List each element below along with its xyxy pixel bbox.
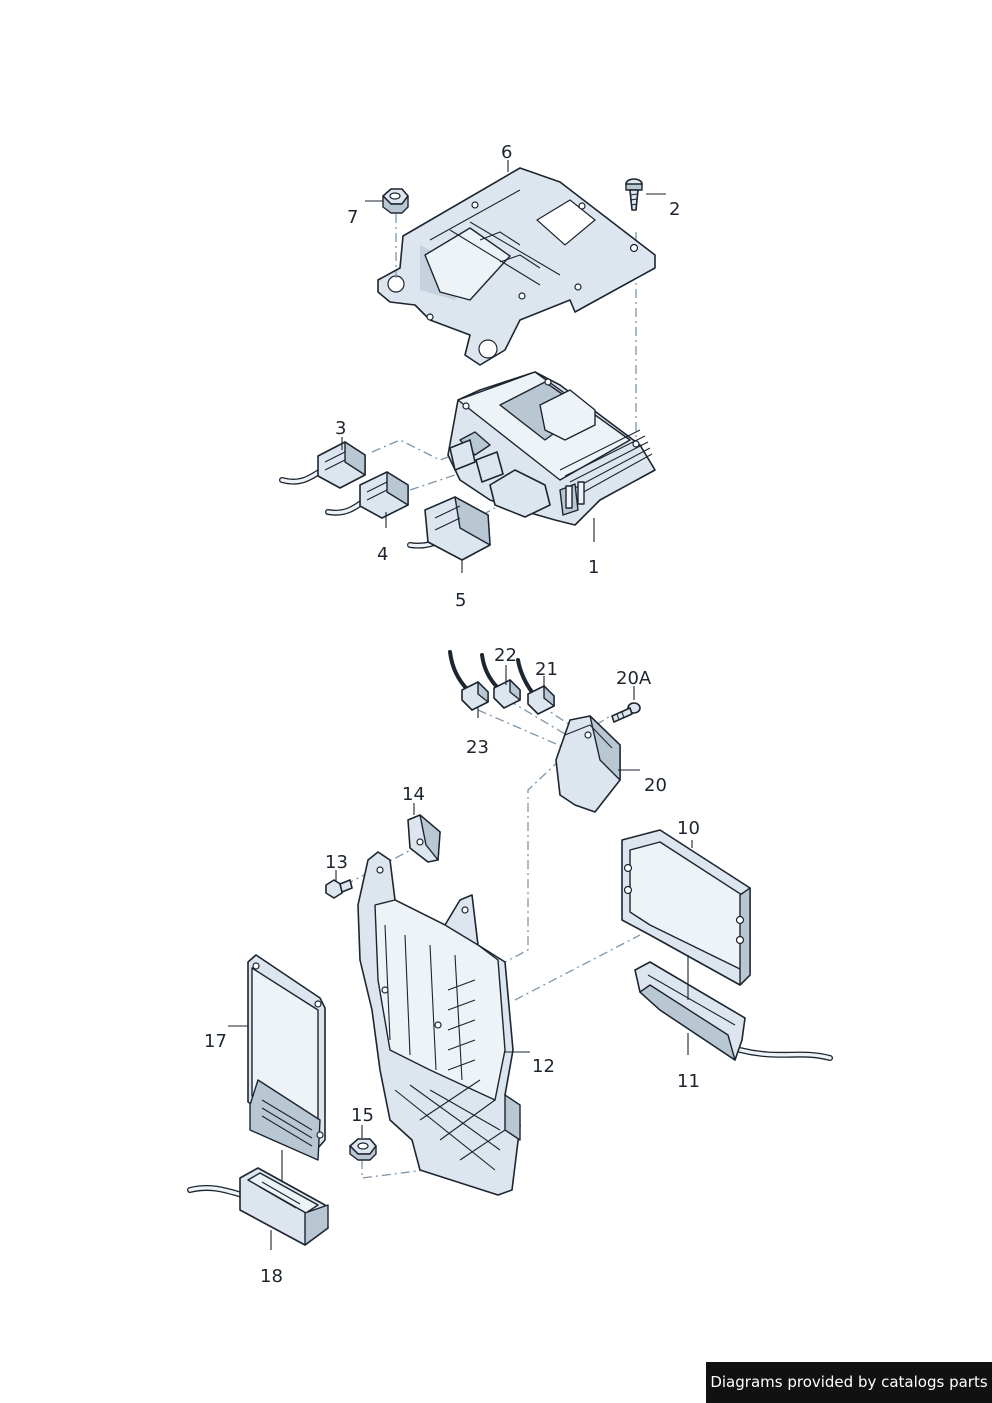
callout-4: 4 xyxy=(377,544,388,565)
connector-part-21 xyxy=(516,658,555,715)
connector-part-22 xyxy=(480,653,521,709)
callout-2: 2 xyxy=(669,199,680,220)
callout-12: 12 xyxy=(532,1056,555,1077)
bolt-part-13 xyxy=(325,879,353,899)
callout-20a: 20A xyxy=(616,668,652,689)
bracket-part-11 xyxy=(634,961,833,1061)
control-unit-part-1 xyxy=(447,371,656,526)
leader-lines-lower xyxy=(228,665,693,1250)
callout-20: 20 xyxy=(644,775,667,796)
nut-part-7 xyxy=(382,188,409,278)
callout-17: 17 xyxy=(204,1031,227,1052)
attribution-badge: Diagrams provided by catalogs parts xyxy=(706,1362,992,1403)
callout-7: 7 xyxy=(347,207,358,228)
board-part-17 xyxy=(247,954,326,1161)
callout-23: 23 xyxy=(466,737,489,758)
callout-11: 11 xyxy=(677,1071,700,1092)
callout-10: 10 xyxy=(677,818,700,839)
screw-part-2 xyxy=(625,178,643,211)
callout-14: 14 xyxy=(402,784,425,805)
callout-3: 3 xyxy=(335,418,346,439)
callout-18: 18 xyxy=(260,1266,283,1287)
carrier-part-12 xyxy=(357,851,521,1196)
connector-part-18 xyxy=(187,1167,329,1246)
connector-part-23 xyxy=(448,650,489,711)
leader-lines-upper xyxy=(341,160,666,573)
nut-part-15 xyxy=(349,1138,377,1161)
bracket-plate-part-6 xyxy=(377,167,656,366)
connector-part-3 xyxy=(279,441,366,489)
callout-21: 21 xyxy=(535,659,558,680)
callout-1: 1 xyxy=(588,557,599,578)
callout-13: 13 xyxy=(325,852,348,873)
connector-part-5 xyxy=(407,496,491,561)
module-part-10 xyxy=(621,829,751,986)
screw-part-20a xyxy=(611,702,641,723)
callout-22: 22 xyxy=(494,645,517,666)
callout-15: 15 xyxy=(351,1105,374,1126)
clip-part-14 xyxy=(407,814,441,863)
callout-5: 5 xyxy=(455,590,466,611)
module-part-20 xyxy=(555,715,621,813)
callout-6: 6 xyxy=(501,142,512,163)
callout-labels: 6 7 2 3 4 1 5 22 21 20A 23 20 14 10 13 1… xyxy=(204,142,700,1287)
connector-part-4 xyxy=(325,471,409,519)
